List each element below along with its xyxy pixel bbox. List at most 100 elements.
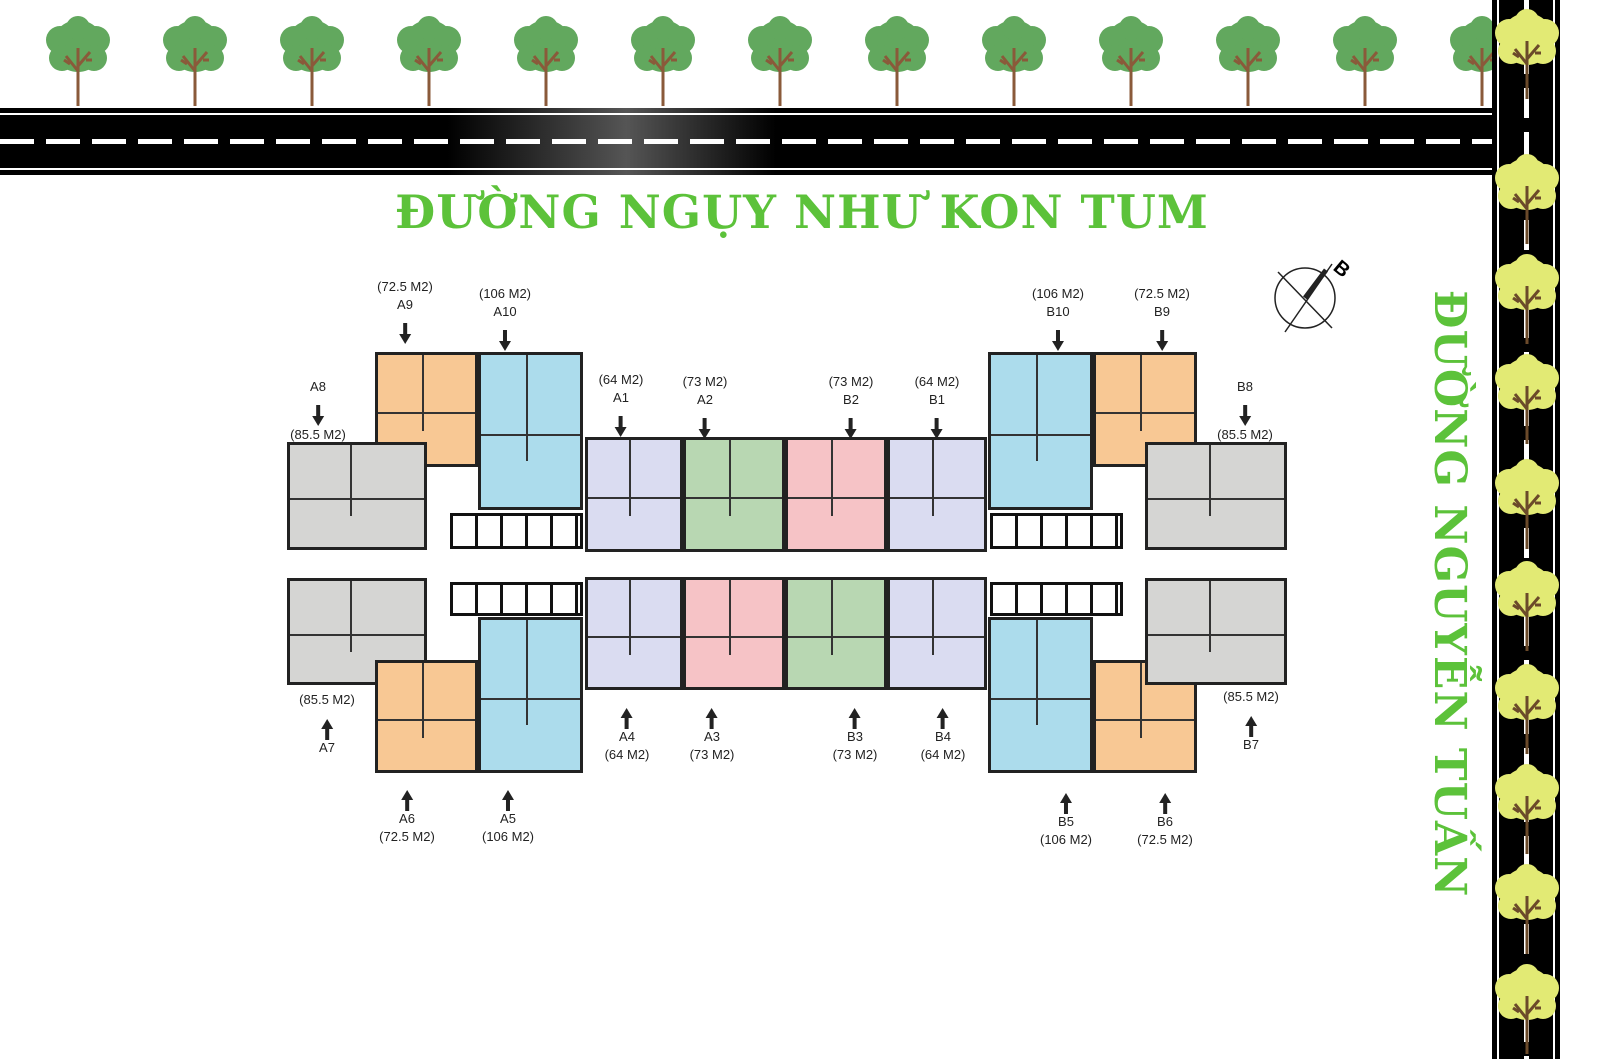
unit-b5[interactable] <box>988 617 1093 773</box>
unit-label-b7: (85.5 M2)B7 <box>1223 688 1279 754</box>
unit-label-a10: (106 M2) A10 <box>479 285 531 351</box>
road-nguy-nhu-kon-tum <box>0 108 1492 175</box>
tree-icon <box>514 16 578 106</box>
tree-icon <box>1216 16 1280 106</box>
arrow-up-icon <box>1244 716 1257 737</box>
unit-area: (85.5 M2) <box>1223 689 1279 704</box>
unit-code: B6 <box>1157 814 1173 829</box>
unit-a8[interactable] <box>287 442 427 550</box>
unit-code: A3 <box>704 729 720 744</box>
unit-label-b10: (106 M2)B10 <box>1032 285 1084 351</box>
unit-area: (64 M2) <box>914 374 960 389</box>
unit-code: B4 <box>935 729 951 744</box>
unit-area: (64 M2) <box>920 747 966 762</box>
unit-label-b4: B4 (64 M2) <box>920 698 966 764</box>
tree-icon <box>280 16 344 106</box>
unit-b8[interactable] <box>1145 442 1287 550</box>
unit-a10[interactable] <box>478 352 583 510</box>
tree-icon <box>1495 864 1559 954</box>
unit-area: (73 M2) <box>689 747 735 762</box>
unit-code: A10 <box>493 304 517 319</box>
arrow-down-icon <box>311 405 324 426</box>
elevator-core-a <box>450 582 583 616</box>
unit-area: (73 M2) <box>828 374 874 389</box>
unit-label-a4: A4(64 M2) <box>604 698 650 764</box>
unit-area: (106 M2) <box>478 286 532 301</box>
tree-icon <box>1099 16 1163 106</box>
unit-code: A6 <box>399 811 415 826</box>
unit-area: (73 M2) <box>832 747 878 762</box>
unit-area: (106 M2) <box>1031 286 1085 301</box>
unit-area: (64 M2) <box>598 372 644 387</box>
arrow-down-icon <box>1155 330 1168 351</box>
unit-code: B5 <box>1058 814 1074 829</box>
unit-label-b1: (64 M2)B1 <box>914 373 960 439</box>
unit-area: (85.5 M2) <box>299 692 355 707</box>
arrow-up-icon <box>705 708 718 729</box>
unit-b4[interactable] <box>887 577 987 690</box>
unit-code: B2 <box>843 392 859 407</box>
unit-a1[interactable] <box>585 437 683 552</box>
street-name-right: ĐƯỜNG NGUYỄN TUẤN <box>1424 290 1475 898</box>
unit-label-b8: B8(85.5 M2) <box>1217 378 1273 444</box>
unit-a6[interactable] <box>375 660 478 773</box>
unit-b10[interactable] <box>988 352 1093 510</box>
unit-label-a8: A8(85.5 M2) <box>290 378 346 444</box>
unit-code: A8 <box>310 379 326 394</box>
tree-icon <box>1495 561 1559 651</box>
elevator-core-b <box>990 582 1123 616</box>
arrow-up-icon <box>1060 793 1072 814</box>
arrow-down-icon <box>844 418 857 439</box>
unit-code: B9 <box>1154 304 1170 319</box>
unit-area: (106 M2) <box>481 829 535 844</box>
compass-icon <box>1274 263 1336 333</box>
unit-area: (72.5 M2) <box>1134 286 1190 301</box>
unit-label-a9: (72.5 M2) A9 <box>377 278 433 344</box>
unit-a2[interactable] <box>683 437 785 552</box>
arrow-up-icon <box>320 719 333 740</box>
unit-area: (73 M2) <box>682 374 728 389</box>
unit-b3[interactable] <box>785 577 887 690</box>
arrow-up-icon <box>502 790 514 811</box>
unit-code: A9 <box>397 297 413 312</box>
tree-icon <box>865 16 929 106</box>
arrow-down-icon <box>698 418 711 439</box>
unit-label-b2: (73 M2) B2 <box>828 373 874 439</box>
unit-a5[interactable] <box>478 617 583 773</box>
arrow-down-icon <box>499 330 511 351</box>
unit-area: (72.5 M2) <box>377 279 433 294</box>
unit-code: B3 <box>847 729 863 744</box>
arrow-up-icon <box>400 790 413 811</box>
tree-icon <box>1495 459 1559 549</box>
unit-area: (64 M2) <box>604 747 650 762</box>
unit-a3[interactable] <box>683 577 785 690</box>
compass: B <box>1270 256 1370 338</box>
arrow-down-icon <box>614 416 627 437</box>
unit-label-a6: A6 (72.5 M2) <box>379 780 435 846</box>
unit-area: (72.5 M2) <box>379 829 435 844</box>
tree-icon <box>748 16 812 106</box>
tree-icon <box>1333 16 1397 106</box>
unit-label-b3: B3 (73 M2) <box>832 698 878 764</box>
unit-b2[interactable] <box>785 437 887 552</box>
tree-icon <box>1495 354 1559 444</box>
arrow-up-icon <box>936 708 949 729</box>
arrow-down-icon <box>398 323 411 344</box>
unit-code: A7 <box>319 740 335 755</box>
tree-icon <box>631 16 695 106</box>
unit-area: (106 M2) <box>1039 832 1093 847</box>
tree-icon <box>397 16 461 106</box>
stair-core-b <box>990 513 1123 549</box>
tree-icon <box>163 16 227 106</box>
unit-label-a5: A5(106 M2) <box>482 780 534 846</box>
arrow-up-icon <box>620 708 633 729</box>
unit-code: A2 <box>697 392 713 407</box>
arrow-up-icon <box>1158 793 1171 814</box>
unit-b7[interactable] <box>1145 578 1287 685</box>
arrow-down-icon <box>1238 405 1251 426</box>
unit-a4[interactable] <box>585 577 683 690</box>
unit-b1[interactable] <box>887 437 987 552</box>
tree-icon <box>1495 964 1559 1054</box>
arrow-down-icon <box>1052 330 1064 351</box>
unit-label-a1: (64 M2)A1 <box>598 371 644 437</box>
